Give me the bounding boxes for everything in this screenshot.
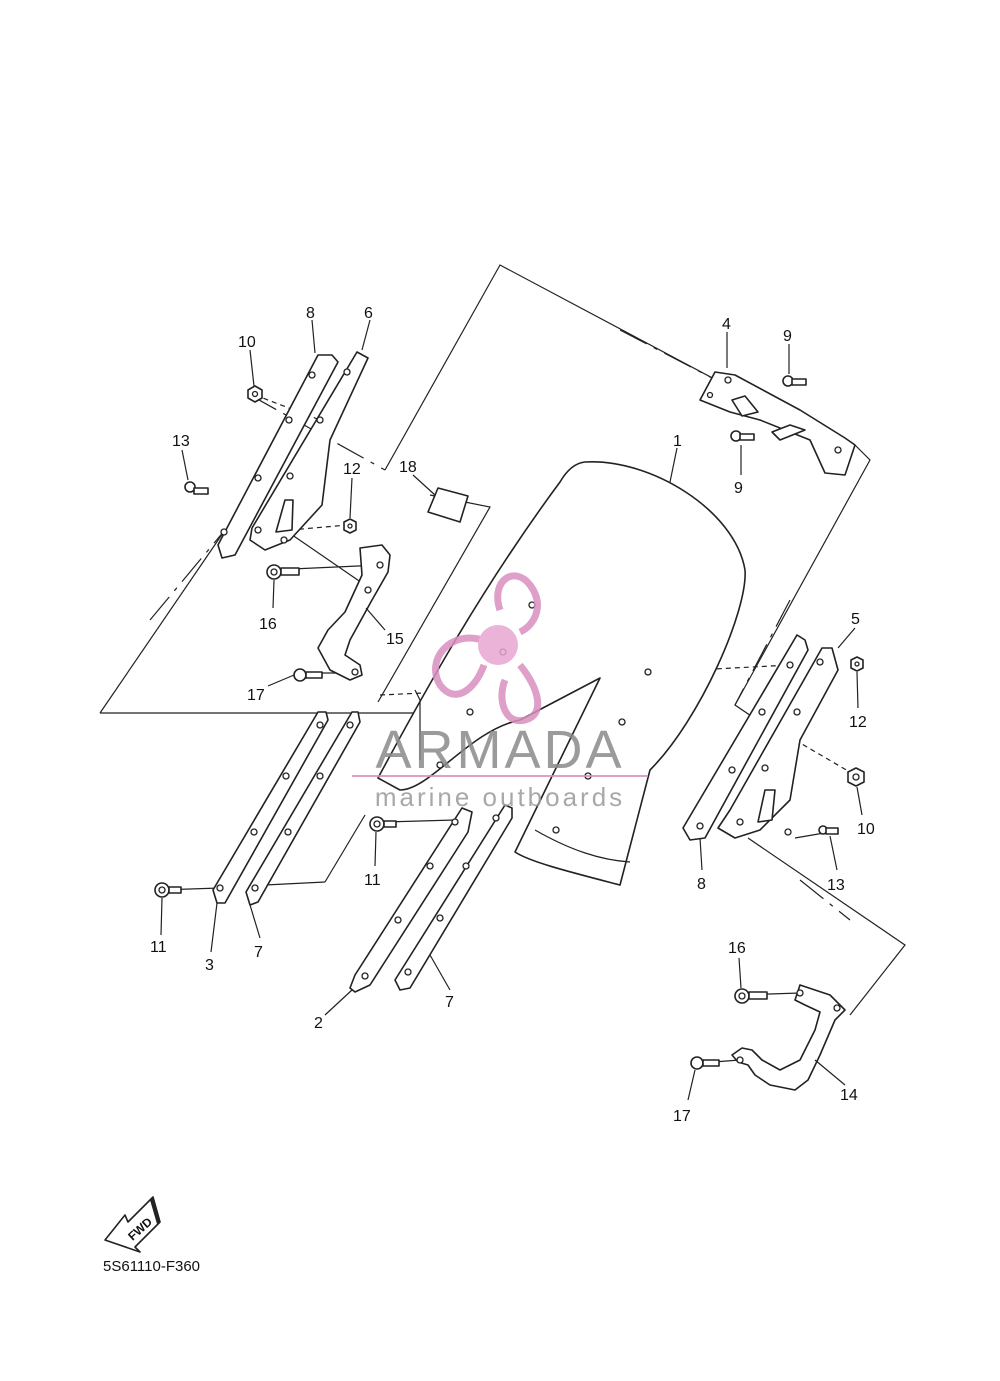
- callout-1: 1: [673, 433, 682, 450]
- callout-13-left: 13: [172, 433, 190, 450]
- strip-7-right: [394, 804, 513, 991]
- callout-12-left: 12: [343, 461, 361, 478]
- bolt-16-right: [734, 988, 768, 1004]
- callout-8-right: 8: [697, 876, 706, 893]
- callout-17-right: 17: [673, 1108, 691, 1125]
- screw-11-middle: [369, 816, 397, 832]
- callout-leaders: [160, 319, 863, 1101]
- callout-13-right: 13: [827, 877, 845, 894]
- strip-3: [212, 711, 329, 904]
- screw-13-right: [818, 825, 839, 835]
- callout-6: 6: [364, 305, 373, 322]
- strip-2: [349, 807, 473, 993]
- watermark-title: ARMADA: [375, 720, 624, 780]
- top-bracket: [699, 371, 856, 476]
- callout-5: 5: [851, 611, 860, 628]
- watermark-subtitle: marine outboards: [375, 782, 625, 812]
- nut-12-right: [850, 656, 864, 672]
- screw-9-top: [782, 375, 807, 387]
- watermark-logo: ARMADA marine outboards: [352, 572, 648, 812]
- screw-17-left: [293, 668, 323, 682]
- bolt-16-left: [266, 564, 300, 580]
- callout-14: 14: [840, 1087, 858, 1104]
- callout-16-left: 16: [259, 616, 277, 633]
- fasteners: [154, 375, 865, 1070]
- windscreen: [377, 461, 746, 886]
- label-decal: [427, 487, 469, 523]
- left-stay-8: [217, 354, 339, 559]
- callout-16-right: 16: [728, 940, 746, 957]
- right-stay-5: [717, 647, 839, 839]
- nut-10-left: [247, 385, 263, 403]
- fwd-arrow-icon: FWD: [104, 1196, 161, 1253]
- callout-labels: 1 4 9 9 8 6 10 13 12 18 16 15 17 5 12 10…: [150, 305, 875, 1125]
- callout-10-right: 10: [857, 821, 875, 838]
- callout-3: 3: [205, 957, 214, 974]
- callout-9-bottom: 9: [734, 480, 743, 497]
- screw-17-right: [690, 1056, 720, 1070]
- screw-9-bottom: [730, 430, 755, 442]
- callout-8-left: 8: [306, 305, 315, 322]
- callout-4: 4: [722, 316, 731, 333]
- callout-12-right: 12: [849, 714, 867, 731]
- callout-7-left: 7: [254, 944, 263, 961]
- callout-7-right: 7: [445, 994, 454, 1011]
- screw-11-left: [154, 882, 182, 898]
- callout-11-middle: 11: [364, 872, 381, 889]
- callout-17-left: 17: [247, 687, 265, 704]
- callout-11-left: 11: [150, 939, 167, 956]
- drawing-code: 5S61110-F360: [103, 1258, 200, 1275]
- callout-18: 18: [399, 459, 417, 476]
- bracket-14: [731, 984, 846, 1091]
- propeller-icon: [432, 572, 542, 725]
- right-stay-8: [682, 634, 809, 841]
- strip-7-left: [245, 711, 361, 906]
- callout-15: 15: [386, 631, 404, 648]
- callout-10-left: 10: [238, 334, 256, 351]
- left-stay-6: [249, 351, 369, 551]
- bracket-15: [317, 544, 391, 681]
- callout-2: 2: [314, 1015, 323, 1032]
- screw-13-left: [184, 481, 209, 495]
- callout-9-top: 9: [783, 328, 792, 345]
- nut-12-left: [343, 518, 357, 534]
- nut-10-right: [847, 767, 865, 787]
